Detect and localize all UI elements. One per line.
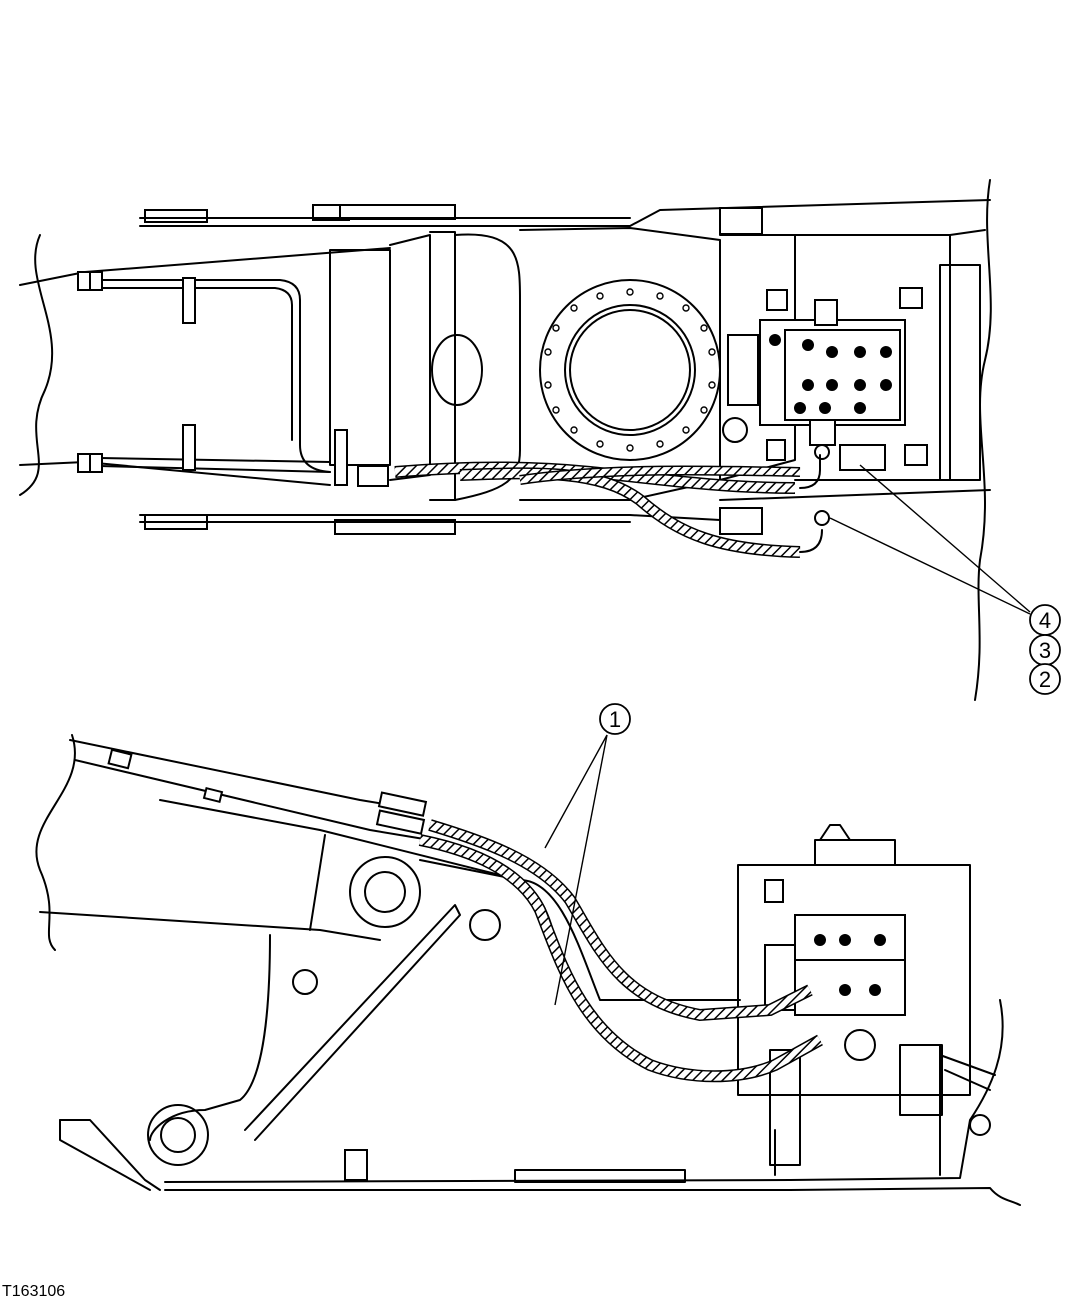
callout-group-3: 3 bbox=[1029, 634, 1061, 666]
callout-1-circle bbox=[599, 703, 631, 735]
figure-id-label: T163106 bbox=[2, 1283, 66, 1300]
top-view bbox=[19, 179, 1031, 701]
callout-4-label: 4 bbox=[1039, 608, 1051, 633]
callout-2-label: 2 bbox=[1039, 667, 1051, 692]
side-view bbox=[35, 734, 1021, 1206]
callout-2-circle bbox=[1029, 663, 1061, 695]
callout-3-label: 3 bbox=[1039, 638, 1051, 663]
callout-1-label: 1 bbox=[609, 707, 621, 732]
callout-group-2: 2 bbox=[1029, 663, 1061, 695]
callout-group-4: 4 bbox=[1029, 604, 1061, 636]
callout-group-1: 1 bbox=[599, 703, 631, 735]
